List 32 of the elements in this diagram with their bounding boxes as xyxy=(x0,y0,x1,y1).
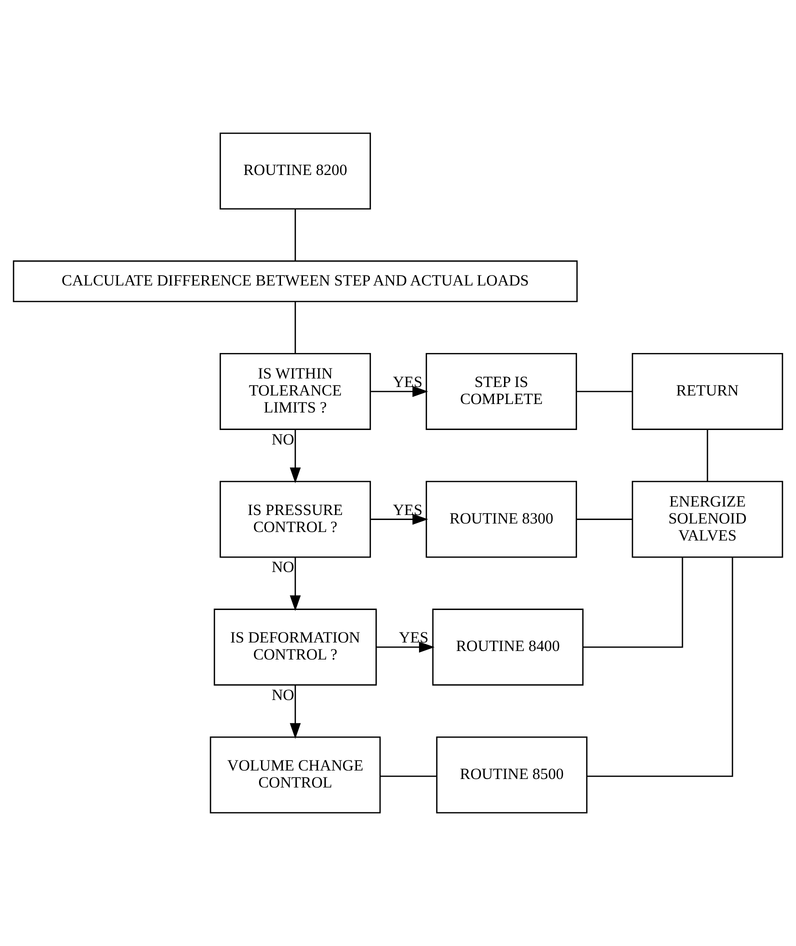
edge-label: NO xyxy=(272,687,294,704)
node-box: ROUTINE 8200 xyxy=(220,132,371,210)
node-box: ROUTINE 8300 xyxy=(426,480,578,558)
connector xyxy=(380,776,437,777)
node-box: IS PRESSURE CONTROL ? xyxy=(220,480,371,558)
node-box: STEP IS COMPLETE xyxy=(426,353,578,430)
edge-label: NO xyxy=(272,559,294,576)
connector xyxy=(582,557,684,648)
edge-label: NO xyxy=(272,431,294,448)
node-box: RETURN xyxy=(632,353,784,430)
connector xyxy=(576,518,632,520)
arrow xyxy=(370,514,428,525)
node-box: ROUTINE 8500 xyxy=(436,736,588,814)
node-box: ENERGIZE SOLENOID VALVES xyxy=(632,480,784,558)
node-box: ROUTINE 8400 xyxy=(432,608,584,686)
arrow xyxy=(290,429,301,484)
arrow xyxy=(290,685,301,739)
node-box: CALCULATE DIFFERENCE BETWEEN STEP AND ACTUAL LOADS xyxy=(12,260,578,302)
edge-label: YES xyxy=(398,630,428,647)
connector xyxy=(587,557,734,777)
node-box: IS WITHIN TOLERANCE LIMITS ? xyxy=(220,353,371,430)
connector xyxy=(706,430,708,482)
node-box: VOLUME CHANGE CONTROL xyxy=(210,736,381,814)
connector xyxy=(576,390,632,392)
edge-label: YES xyxy=(392,374,422,392)
arrow xyxy=(370,386,428,397)
edge-label: YES xyxy=(392,502,422,519)
arrow xyxy=(290,557,301,612)
connector xyxy=(294,208,296,261)
arrow xyxy=(376,642,435,653)
node-box: IS DEFORMATION CONTROL ? xyxy=(214,608,377,686)
connector xyxy=(294,302,296,354)
